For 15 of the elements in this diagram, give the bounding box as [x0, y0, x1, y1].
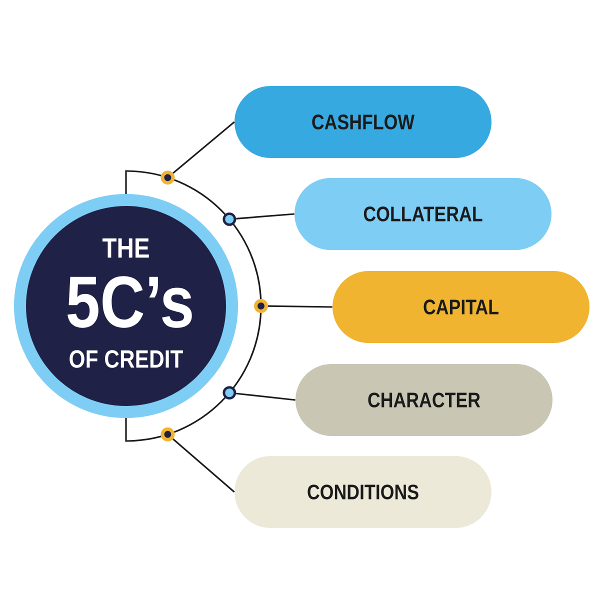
connector-dot [160, 427, 175, 442]
label-pill: CONDITIONS [234, 456, 492, 528]
connector-dot [254, 299, 268, 313]
connector-dot [222, 212, 236, 226]
label-pill: CASHFLOW [234, 86, 492, 158]
connector-dot [222, 386, 236, 400]
connector-line [268, 305, 332, 308]
connector-line [236, 213, 294, 220]
connector-line [236, 392, 296, 401]
label-pill: CAPITAL [332, 271, 590, 343]
connector-line [172, 121, 235, 174]
label-pill: CHARACTER [296, 364, 552, 436]
label-pill: COLLATERAL [294, 178, 552, 250]
connector-line [172, 438, 235, 493]
connector-dot [160, 170, 175, 185]
